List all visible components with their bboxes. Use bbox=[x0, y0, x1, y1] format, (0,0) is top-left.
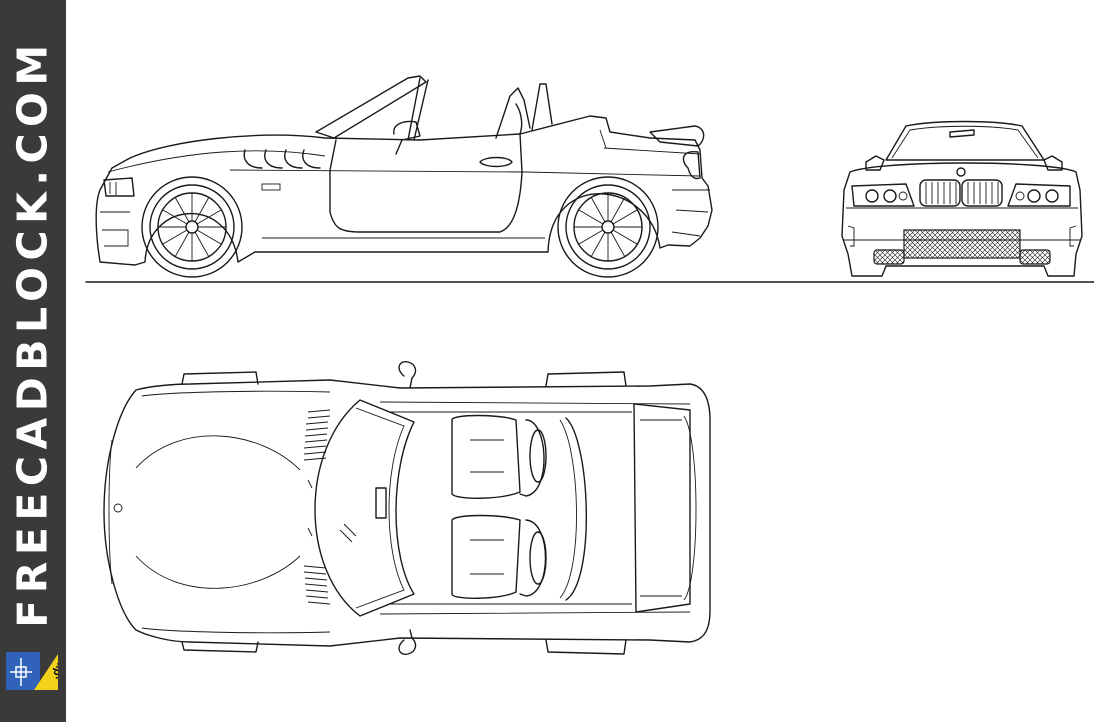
headlight bbox=[103, 177, 135, 197]
fog-grille-left bbox=[873, 249, 905, 265]
top-windshield bbox=[314, 399, 415, 617]
logo-label: .dwg bbox=[49, 652, 58, 681]
seats bbox=[495, 83, 553, 139]
side-body-outline bbox=[95, 115, 713, 266]
top-mirror-left bbox=[398, 361, 417, 389]
front-body-outline bbox=[841, 162, 1083, 277]
door-outline bbox=[329, 133, 523, 233]
top-body-outline bbox=[103, 379, 711, 647]
side-gills bbox=[243, 149, 321, 169]
rear-deck bbox=[565, 403, 691, 613]
door-handle bbox=[479, 156, 513, 168]
site-watermark-text: FREECADBLOCK.COM bbox=[8, 38, 57, 628]
rear-spoiler bbox=[649, 125, 705, 147]
front-wheel bbox=[141, 176, 243, 278]
side-mirror bbox=[393, 120, 421, 155]
front-view bbox=[841, 120, 1083, 277]
tail-light bbox=[682, 151, 701, 180]
hood-lines bbox=[135, 435, 301, 589]
hood-crease bbox=[107, 150, 326, 173]
kidney-grille bbox=[919, 167, 1003, 207]
top-mirror-right bbox=[398, 629, 417, 655]
top-wheel-arches bbox=[181, 371, 627, 655]
side-view bbox=[95, 75, 713, 278]
windshield-frame bbox=[315, 75, 427, 139]
car-cad-drawing bbox=[85, 75, 1094, 655]
front-headlight-right bbox=[1007, 183, 1071, 207]
lower-grille-center bbox=[903, 229, 1021, 259]
hood-emblem bbox=[113, 503, 123, 513]
top-seats bbox=[451, 414, 547, 599]
hood-vents bbox=[303, 409, 331, 605]
front-mirror-right bbox=[1043, 155, 1063, 171]
watermark-sidebar: FREECADBLOCK.COM .dwg bbox=[0, 0, 66, 722]
top-view bbox=[103, 361, 711, 655]
front-windshield bbox=[885, 120, 1045, 161]
rear-wheel bbox=[557, 176, 659, 278]
dwg-logo-icon: .dwg bbox=[4, 650, 58, 692]
fog-grille-right bbox=[1019, 249, 1051, 265]
beltline bbox=[229, 169, 701, 177]
front-headlight-left bbox=[851, 183, 915, 207]
